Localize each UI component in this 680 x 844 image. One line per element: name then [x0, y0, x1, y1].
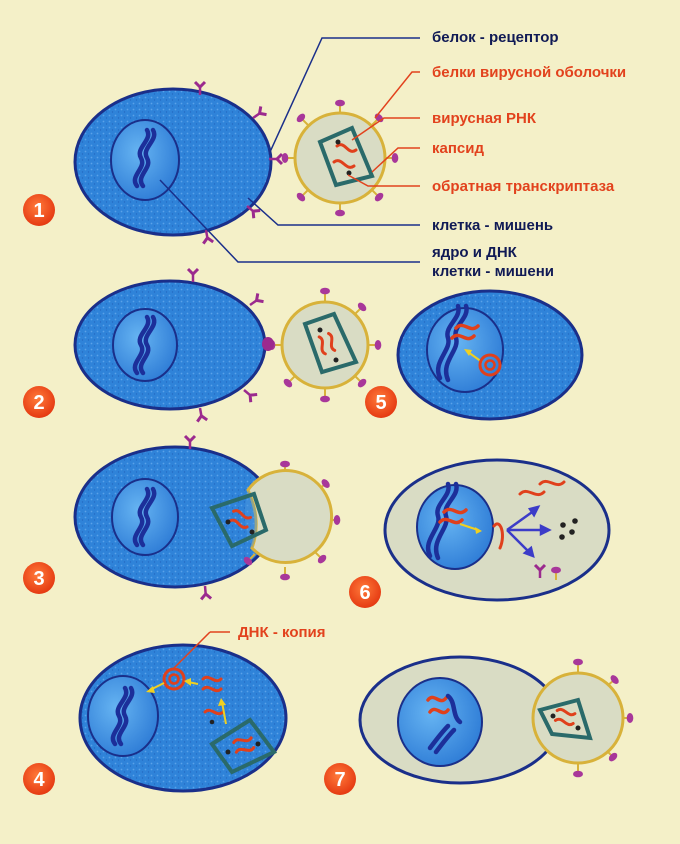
step-number-2: 2	[33, 392, 44, 414]
label-reverse-transcriptase: обратная транскриптаза	[432, 178, 615, 195]
receptor-icon	[188, 269, 198, 282]
receptor-icon	[247, 293, 263, 309]
step-1-group: 1	[23, 38, 420, 262]
virus-7-budding	[533, 659, 633, 778]
nucleus-1	[111, 120, 179, 200]
step-number-3: 3	[33, 568, 44, 590]
step-number-7: 7	[334, 769, 345, 791]
step-number-4: 4	[33, 769, 45, 791]
label-dna-copy: ДНК - копия	[238, 624, 326, 641]
step-number-6: 6	[359, 582, 370, 604]
binding-site	[262, 337, 274, 351]
step-7-group: 7	[324, 657, 633, 795]
nucleus-7	[398, 678, 482, 766]
envelope-protein-icon	[573, 764, 583, 777]
receptor-icon	[195, 407, 207, 422]
step-number-5: 5	[375, 392, 386, 414]
label-viral-rna: вирусная РНК	[432, 110, 537, 127]
step-6-group: 6	[349, 460, 609, 608]
label-receptor-protein: белок - рецептор	[432, 29, 559, 46]
label-target-cell: клетка - мишень	[432, 217, 553, 234]
envelope-protein-icon	[320, 288, 330, 301]
label-capsid: капсид	[432, 140, 484, 157]
step-4-group: 4	[23, 632, 286, 795]
envelope-protein-icon	[280, 567, 290, 580]
step-3-group: 3	[23, 436, 340, 599]
label-nucleus-dna-line1: ядро и ДНК	[432, 244, 518, 261]
step-5-group: 5	[365, 291, 582, 419]
virus-1	[282, 100, 399, 217]
envelope-protein-icon	[282, 153, 295, 163]
receptor-icon	[241, 386, 257, 402]
envelope-protein-icon	[335, 203, 345, 216]
label-envelope-proteins: белки вирусной оболочки	[432, 64, 626, 81]
label-nucleus-dna-line2: клетки - мишени	[432, 263, 554, 280]
receptor-icon	[200, 586, 211, 600]
step-2-group: 2	[23, 269, 381, 422]
envelope-protein-icon	[320, 389, 330, 402]
envelope-protein-icon	[573, 659, 583, 672]
virus-2	[269, 288, 382, 403]
envelope-protein-icon	[368, 340, 381, 350]
step-number-1: 1	[33, 200, 44, 222]
envelope-protein-icon	[335, 100, 345, 113]
